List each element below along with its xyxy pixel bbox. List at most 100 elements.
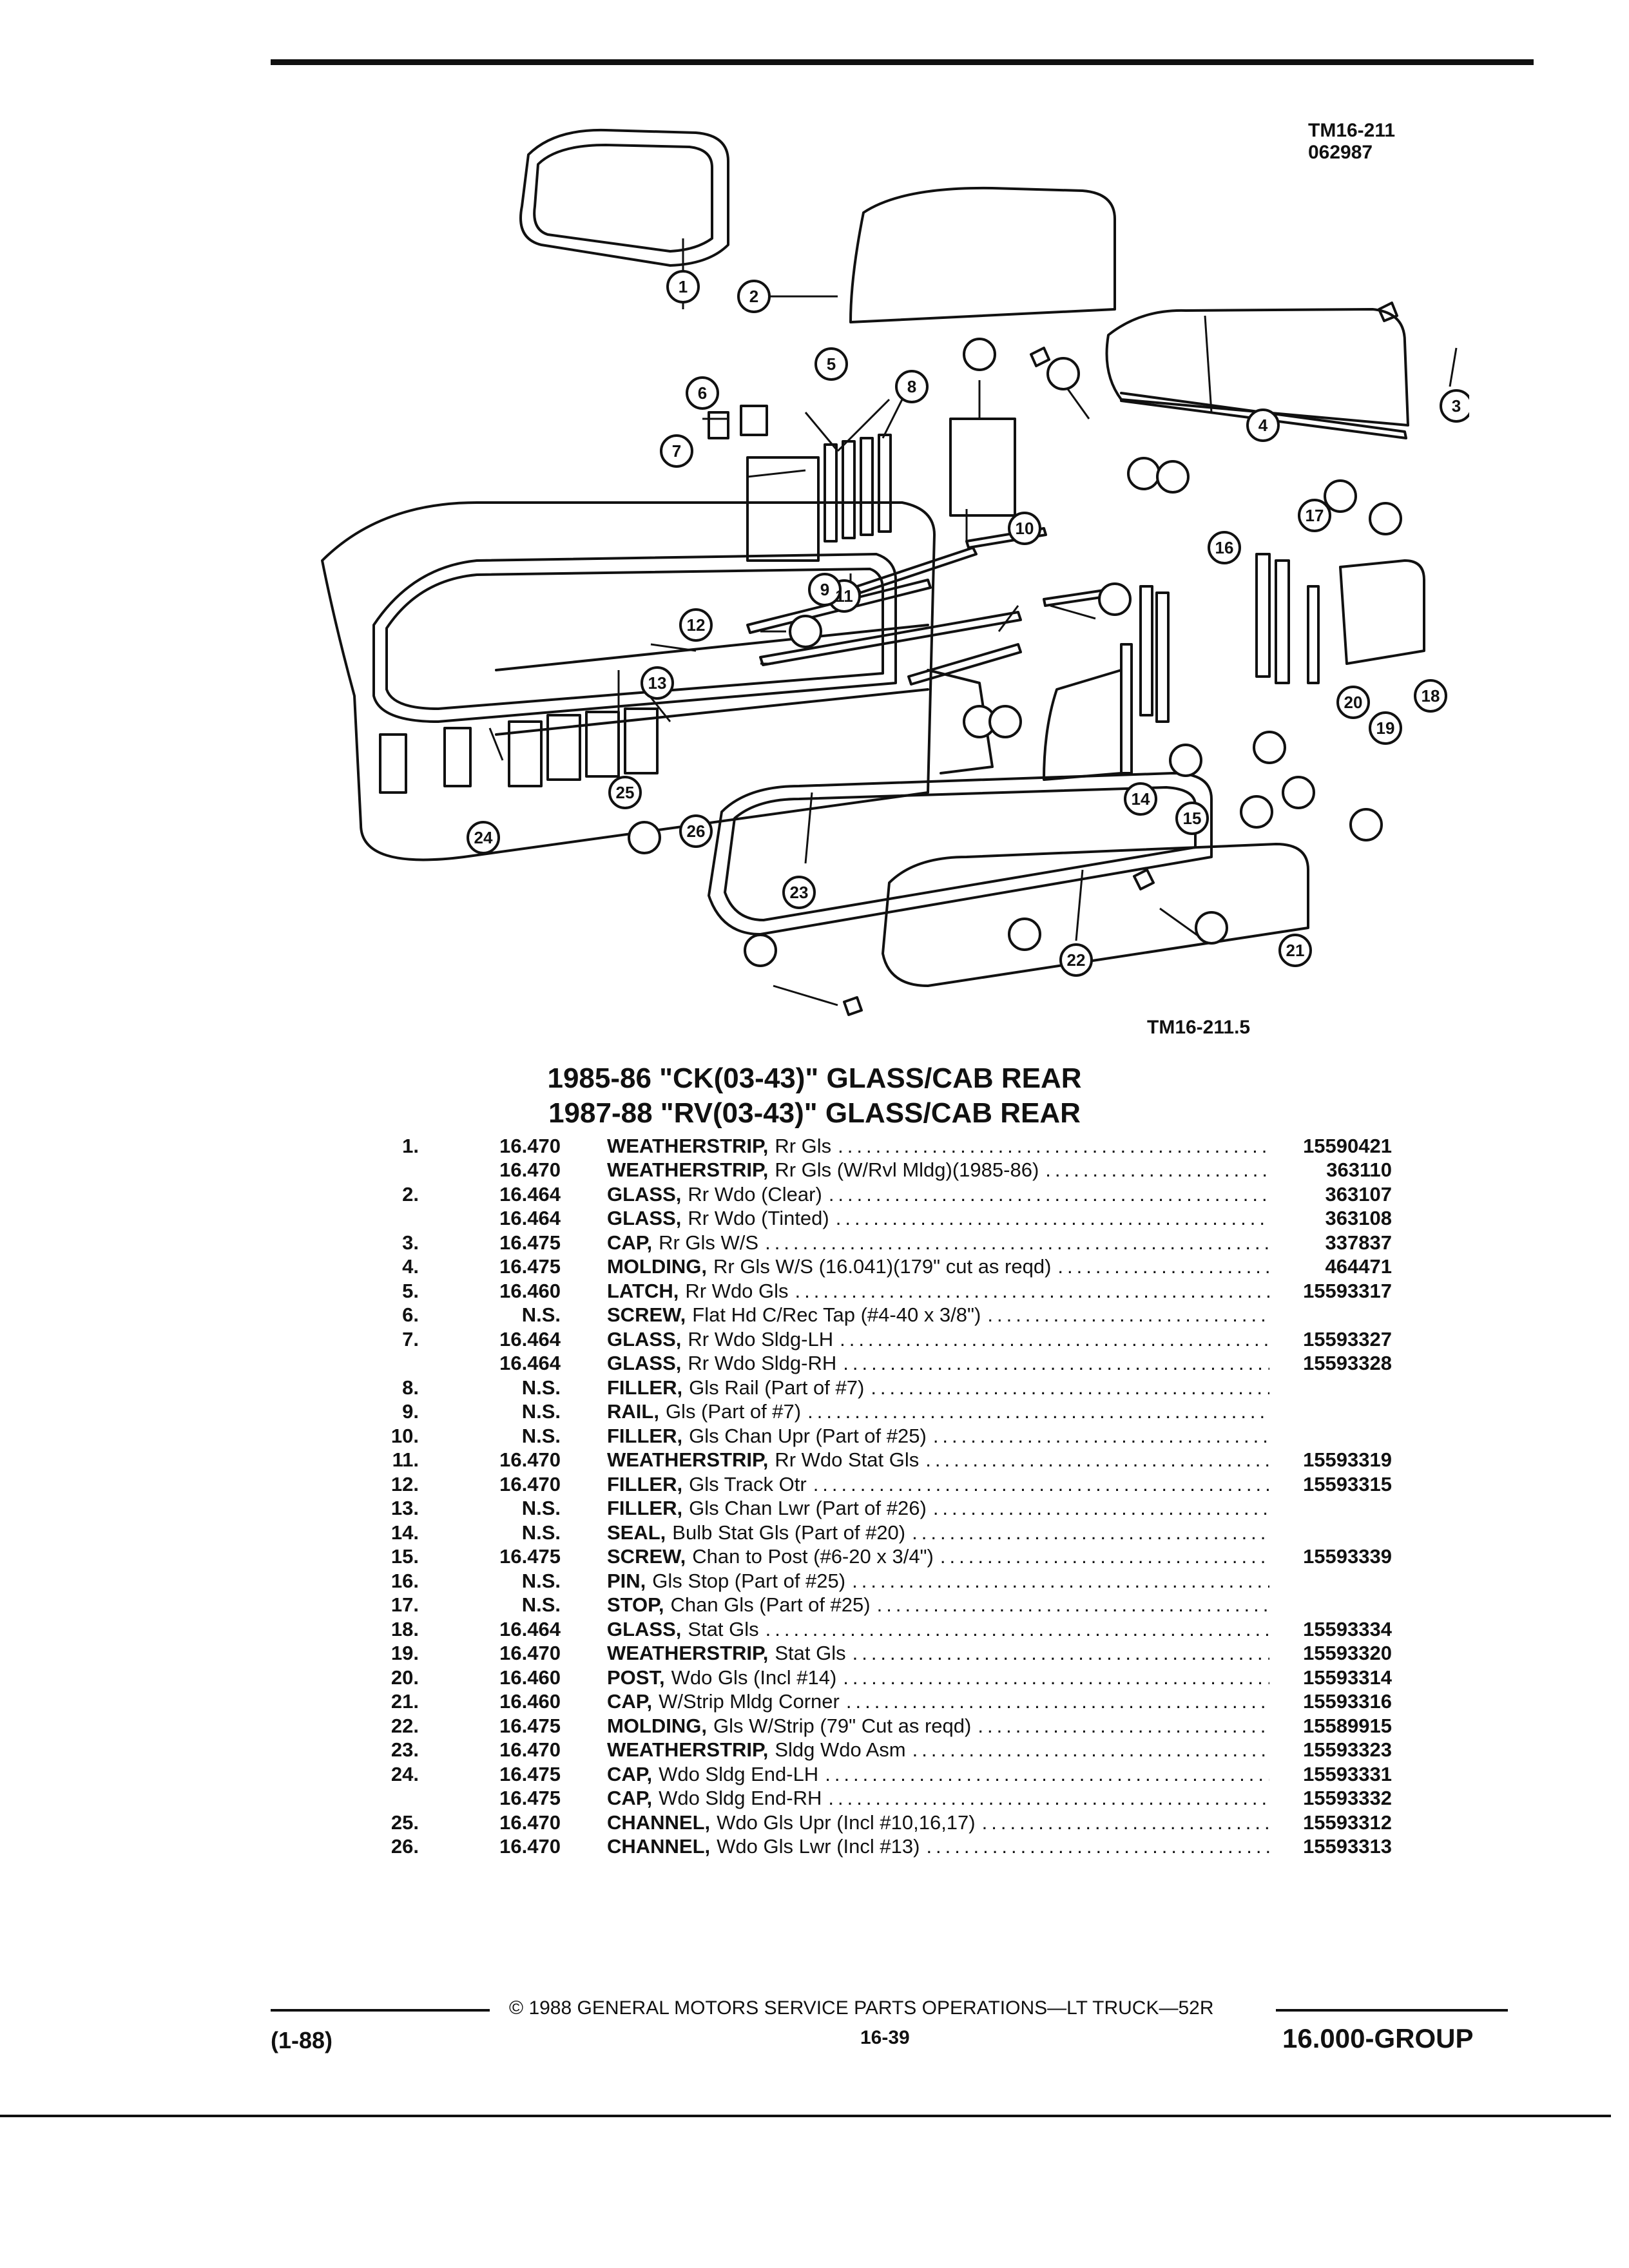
- group-label: 16.000-GROUP: [1282, 2023, 1474, 2053]
- catalog-number: N.S.: [521, 1400, 561, 1423]
- item-number: 4.: [402, 1255, 419, 1278]
- part-stationary-glass-left: [1043, 669, 1123, 781]
- catalog-number: 16.475: [499, 1762, 561, 1785]
- parts-row: 10.N.S.FILLER,Gls Chan Upr (Part of #25): [348, 1424, 1392, 1448]
- part-number: 337837: [1325, 1231, 1392, 1254]
- part-number: 15593332: [1303, 1787, 1392, 1810]
- leader-dots: [1057, 1255, 1269, 1278]
- part-number: 363108: [1325, 1207, 1392, 1230]
- callout-21: 21: [1286, 941, 1305, 960]
- catalog-number: 16.464: [499, 1182, 561, 1206]
- part-description: WEATHERSTRIP,Stat Gls: [607, 1642, 1276, 1665]
- leader-dots: [933, 1497, 1269, 1520]
- part-detail: Gls W/Strip (79" Cut as reqd): [713, 1714, 972, 1737]
- leader-dots: [829, 1183, 1269, 1206]
- part-description: GLASS,Rr Wdo Sldg-LH: [607, 1328, 1276, 1351]
- item-number: 25.: [390, 1811, 419, 1834]
- callout-6: 6: [698, 383, 707, 403]
- footer-rule-left: [271, 2009, 490, 2012]
- catalog-number: N.S.: [521, 1497, 561, 1520]
- leader-dots: [1045, 1158, 1269, 1182]
- leader-dots: [925, 1448, 1269, 1472]
- item-number: 7.: [402, 1327, 419, 1350]
- part-name: FILLER,: [607, 1497, 683, 1520]
- parts-row: 17.N.S.STOP,Chan Gls (Part of #25): [348, 1593, 1392, 1618]
- page-number: 16-39: [860, 2027, 910, 2048]
- part-name: GLASS,: [607, 1327, 682, 1350]
- part-detail: Gls Rail (Part of #7): [689, 1376, 865, 1399]
- part-name: SEAL,: [607, 1521, 666, 1544]
- top-rule: [271, 59, 1534, 65]
- part-number: 15593312: [1303, 1811, 1392, 1834]
- leader-dots: [825, 1763, 1269, 1786]
- part-detail: Wdo Sldg End-RH: [659, 1787, 822, 1810]
- catalog-number: 16.470: [499, 1642, 561, 1665]
- part-detail: Rr Wdo (Clear): [688, 1182, 822, 1206]
- part-description: SCREW,Chan to Post (#6-20 x 3/4"): [607, 1545, 1276, 1568]
- item-number: 24.: [390, 1762, 419, 1785]
- part-description: FILLER,Gls Chan Lwr (Part of #26): [607, 1497, 1276, 1520]
- part-description: FILLER,Gls Track Otr: [607, 1473, 1276, 1496]
- part-number: 15593328: [1303, 1352, 1392, 1375]
- part-detail: Wdo Gls Upr (Incl #10,16,17): [717, 1811, 976, 1834]
- part-detail: Chan to Post (#6-20 x 3/4"): [692, 1545, 934, 1568]
- figure-code: TM16-211 062987: [1308, 120, 1396, 163]
- catalog-number: 16.460: [499, 1279, 561, 1302]
- callout-15: 15: [1183, 809, 1202, 828]
- part-number: 15593339: [1303, 1545, 1392, 1568]
- item-number: 2.: [402, 1182, 419, 1206]
- item-number: 8.: [402, 1376, 419, 1399]
- part-name: FILLER,: [607, 1376, 683, 1399]
- part-description: CAP,Wdo Sldg End-LH: [607, 1763, 1276, 1786]
- callout-5: 5: [827, 354, 836, 374]
- part-description: SEAL,Bulb Stat Gls (Part of #20): [607, 1521, 1276, 1544]
- part-description: SCREW,Flat Hd C/Rec Tap (#4-40 x 3/8"): [607, 1303, 1276, 1327]
- part-name: FILLER,: [607, 1472, 683, 1495]
- callout-20: 20: [1344, 693, 1363, 712]
- part-name: CAP,: [607, 1787, 653, 1810]
- catalog-number: 16.475: [499, 1231, 561, 1254]
- leader-dots: [795, 1280, 1269, 1303]
- part-description: FILLER,Gls Chan Upr (Part of #25): [607, 1425, 1276, 1448]
- catalog-number: 16.470: [499, 1811, 561, 1834]
- part-detail: Chan Gls (Part of #25): [670, 1593, 871, 1617]
- part-description: LATCH,Rr Wdo Gls: [607, 1280, 1276, 1303]
- leader-dots: [871, 1376, 1269, 1399]
- callout-24: 24: [474, 828, 493, 847]
- part-detail: Gls Chan Upr (Part of #25): [689, 1424, 927, 1447]
- catalog-number: 16.460: [499, 1666, 561, 1689]
- callout-25: 25: [616, 783, 635, 802]
- part-molding: [1105, 308, 1409, 427]
- part-name: POST,: [607, 1666, 665, 1689]
- leader-dots: [838, 1135, 1269, 1158]
- part-number: 15593320: [1303, 1642, 1392, 1665]
- callout-13: 13: [648, 673, 667, 693]
- part-description: GLASS,Rr Wdo (Tinted): [607, 1207, 1276, 1230]
- part-description: WEATHERSTRIP,Sldg Wdo Asm: [607, 1738, 1276, 1762]
- part-name: CHANNEL,: [607, 1811, 711, 1834]
- item-number: 23.: [390, 1738, 419, 1762]
- parts-row: 16.N.S.PIN,Gls Stop (Part of #25): [348, 1569, 1392, 1593]
- callout-19: 19: [1376, 718, 1395, 738]
- part-number: 363107: [1325, 1182, 1392, 1206]
- leader-dots: [877, 1593, 1269, 1617]
- part-description: CHANNEL, Wdo Gls Upr (Incl #10,16,17): [607, 1811, 1276, 1834]
- part-description: CAP,Rr Gls W/S: [607, 1231, 1276, 1254]
- item-number: 14.: [390, 1521, 419, 1544]
- part-name: CAP,: [607, 1762, 653, 1785]
- part-rear-glass: [849, 186, 1116, 323]
- callout-10: 10: [1016, 519, 1034, 538]
- item-number: 5.: [402, 1279, 419, 1302]
- part-number: 464471: [1325, 1255, 1392, 1278]
- part-detail: Rr Wdo Gls: [685, 1279, 789, 1302]
- part-number: 15589915: [1303, 1714, 1392, 1737]
- part-description: RAIL,Gls (Part of #7): [607, 1400, 1276, 1423]
- diagram-caption: TM16-211.5: [1147, 1017, 1251, 1038]
- part-stationary-glass-right: [1339, 559, 1425, 665]
- part-weatherstrip-rear: [519, 128, 729, 267]
